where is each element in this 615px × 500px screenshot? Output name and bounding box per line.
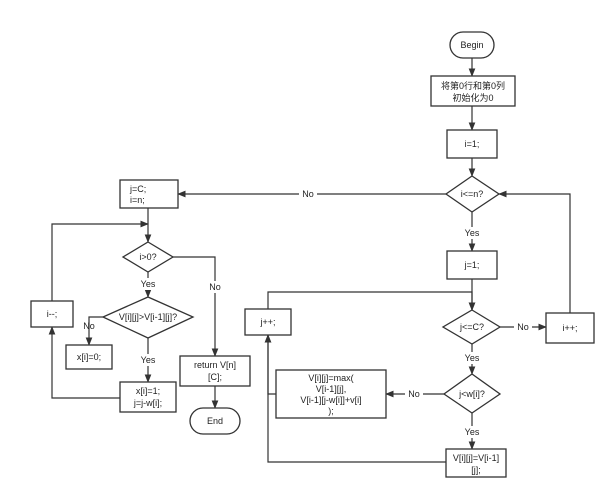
- node-i-pos: i>0?: [121, 241, 175, 273]
- svg-text:j<w[i]?: j<w[i]?: [458, 389, 485, 399]
- edge-i-pos-no-to-return: [173, 256, 219, 357]
- svg-text:i>0?: i>0?: [139, 252, 156, 262]
- svg-text:x[i]=0;: x[i]=0;: [77, 352, 101, 362]
- svg-text:x[i]=1;: x[i]=1;: [136, 386, 160, 396]
- svg-text:V[i][j]>V[i-1][j]?: V[i][j]>V[i-1][j]?: [119, 312, 177, 322]
- node-j-check: j<=C?: [441, 309, 502, 345]
- edge-j-inc-to-j-check: [267, 291, 476, 311]
- edge-v-max-to-j-inc: [264, 334, 276, 395]
- svg-text:初始化为0: 初始化为0: [452, 92, 493, 103]
- svg-text:End: End: [207, 416, 223, 426]
- svg-text:V[i][j]=max(: V[i][j]=max(: [308, 373, 353, 383]
- node-x-zero: x[i]=0;: [65, 344, 113, 370]
- svg-text:j++;: j++;: [259, 317, 275, 327]
- edge-labels: No Yes No Yes No Yes No Yes No Yes: [83, 188, 532, 438]
- svg-text:i--;: i--;: [47, 309, 58, 319]
- svg-text:[C];: [C];: [208, 372, 222, 382]
- node-init: 将第0行和第0列 初始化为0: [430, 75, 516, 107]
- node-begin: Begin: [449, 31, 495, 59]
- edge-label-j-check-no: No: [517, 322, 529, 332]
- node-jc-assign: j=C; i=n;: [119, 179, 179, 209]
- svg-text:);: );: [328, 406, 334, 416]
- edge-i-inc-to-i-check: [498, 190, 571, 313]
- svg-text:j=C;: j=C;: [129, 184, 146, 194]
- svg-text:return V[n]: return V[n]: [194, 360, 236, 370]
- node-v-max: V[i][j]=max( V[i-1][j], V[i-1][j-w[i]]+v…: [275, 369, 387, 419]
- node-end: End: [189, 407, 241, 435]
- edge-label-v-cmp-no: No: [83, 321, 95, 331]
- node-i-assign: i=1;: [446, 129, 498, 159]
- node-i-dec: i--;: [30, 300, 74, 328]
- svg-text:Begin: Begin: [460, 40, 483, 50]
- edge-label-i-pos-no: No: [209, 282, 221, 292]
- svg-text:i++;: i++;: [562, 323, 577, 333]
- svg-text:j<=C?: j<=C?: [459, 322, 484, 332]
- svg-text:j=j-w[i];: j=j-w[i];: [133, 398, 162, 408]
- svg-text:V[i-1][j],: V[i-1][j],: [316, 384, 347, 394]
- edges: [48, 58, 571, 463]
- nodes: Begin 将第0行和第0列 初始化为0 i=1; i<=n? j=1; j<=…: [30, 31, 595, 478]
- node-j-inc: j++;: [244, 308, 292, 336]
- edge-label-i-pos-yes: Yes: [141, 279, 156, 289]
- svg-text:将第0行和第0列: 将第0行和第0列: [441, 80, 505, 91]
- svg-text:[j];: [j];: [471, 465, 481, 475]
- svg-text:i=n;: i=n;: [130, 195, 145, 205]
- svg-text:i=1;: i=1;: [465, 139, 480, 149]
- svg-text:i<=n?: i<=n?: [461, 189, 484, 199]
- edge-label-i-check-yes: Yes: [465, 228, 480, 238]
- svg-text:j=1;: j=1;: [464, 260, 480, 270]
- svg-text:V[i-1][j-w[i]]+v[i]: V[i-1][j-w[i]]+v[i]: [300, 395, 361, 405]
- svg-text:V[i][j]=V[i-1]: V[i][j]=V[i-1]: [453, 453, 499, 463]
- node-return: return V[n] [C];: [179, 355, 251, 387]
- node-v-copy: V[i][j]=V[i-1] [j];: [445, 448, 507, 478]
- edge-v-cmp-no-to-x-zero: [85, 316, 103, 346]
- node-j-assign: j=1;: [446, 250, 498, 280]
- node-v-cmp: V[i][j]>V[i-1][j]?: [101, 296, 195, 339]
- edge-label-j-check-yes: Yes: [465, 353, 480, 363]
- node-x-one: x[i]=1; j=j-w[i];: [119, 381, 177, 413]
- edge-v-copy-to-j-inc: [264, 334, 446, 463]
- edge-i-dec-to-i-pos: [51, 220, 149, 301]
- edge-x-one-to-i-dec: [48, 326, 120, 399]
- node-i-inc: i++;: [545, 312, 595, 344]
- node-i-check: i<=n?: [444, 175, 501, 213]
- edge-label-i-check-no: No: [302, 189, 314, 199]
- edge-label-w-check-no: No: [408, 389, 420, 399]
- edge-label-v-cmp-yes: Yes: [141, 355, 156, 365]
- edge-label-w-check-yes: Yes: [465, 427, 480, 437]
- node-w-check: j<w[i]?: [442, 373, 502, 414]
